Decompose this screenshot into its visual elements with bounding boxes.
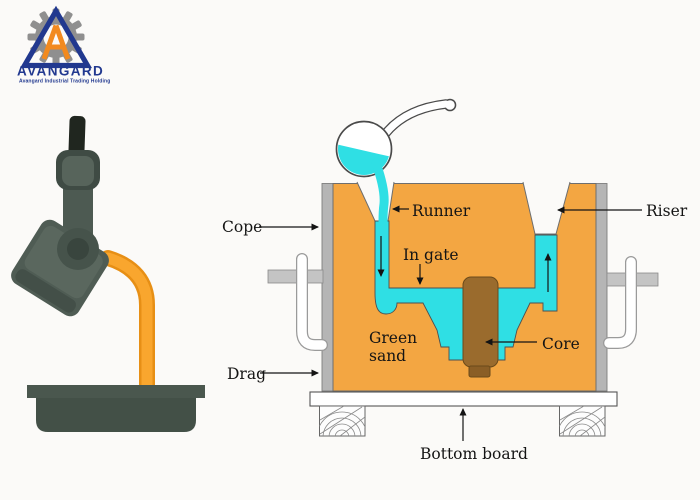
core bbox=[462, 276, 499, 368]
clamp-right-hook bbox=[604, 257, 636, 348]
ladle bbox=[335, 98, 457, 178]
wood-grain bbox=[559, 406, 605, 436]
label-runner: Runner bbox=[412, 202, 471, 220]
crucible-body bbox=[11, 219, 109, 317]
molten-stream bbox=[100, 250, 155, 398]
label-cope: Cope bbox=[222, 218, 262, 236]
logo-letter-a bbox=[41, 24, 71, 60]
flask-wall-right bbox=[595, 183, 608, 392]
clamp-right bbox=[603, 256, 659, 349]
crucible-pivot-hub-center bbox=[67, 238, 89, 260]
logo-brand-text: AVANGARD bbox=[17, 64, 104, 79]
label-green-sand-line1: Green bbox=[369, 329, 417, 347]
label-riser: Riser bbox=[646, 202, 688, 220]
label-arrows bbox=[259, 205, 642, 441]
avangard-logo: AVANGARD Avangard Industrial Trading Hol… bbox=[17, 5, 110, 85]
flow-arrows bbox=[377, 236, 552, 292]
gear-icon bbox=[27, 8, 85, 66]
pour-stream bbox=[371, 158, 389, 227]
label-green-sand-line2: sand bbox=[369, 347, 406, 365]
catch-mold-body bbox=[36, 398, 196, 432]
label-in-gate: In gate bbox=[403, 246, 459, 264]
ladle-handle-tip bbox=[445, 100, 455, 110]
logo-triangle bbox=[19, 5, 93, 69]
wood-grain bbox=[319, 406, 365, 436]
label-core: Core bbox=[542, 335, 580, 353]
clamp-left bbox=[267, 253, 328, 351]
ladle-handle bbox=[382, 100, 450, 137]
core-print bbox=[468, 365, 491, 378]
wood-block-left bbox=[319, 405, 366, 437]
crucible-yoke-inner bbox=[62, 156, 94, 186]
crucible-pouring-illustration bbox=[11, 115, 205, 432]
label-bottom-board: Bottom board bbox=[420, 445, 528, 463]
wood-block-right bbox=[559, 405, 606, 437]
sand-casting-diagram: Cope Drag Runner In gate Riser Green san… bbox=[222, 98, 688, 463]
clamp-left-hook bbox=[297, 254, 327, 350]
bottom-board bbox=[309, 391, 618, 407]
catch-mold-lip bbox=[27, 385, 205, 398]
logo-tagline-text: Avangard Industrial Trading Holding bbox=[19, 79, 110, 85]
clamp-left-bar bbox=[267, 269, 324, 284]
flask-wall-left bbox=[321, 183, 334, 392]
crucible-handle bbox=[68, 115, 86, 157]
label-drag: Drag bbox=[227, 365, 266, 383]
